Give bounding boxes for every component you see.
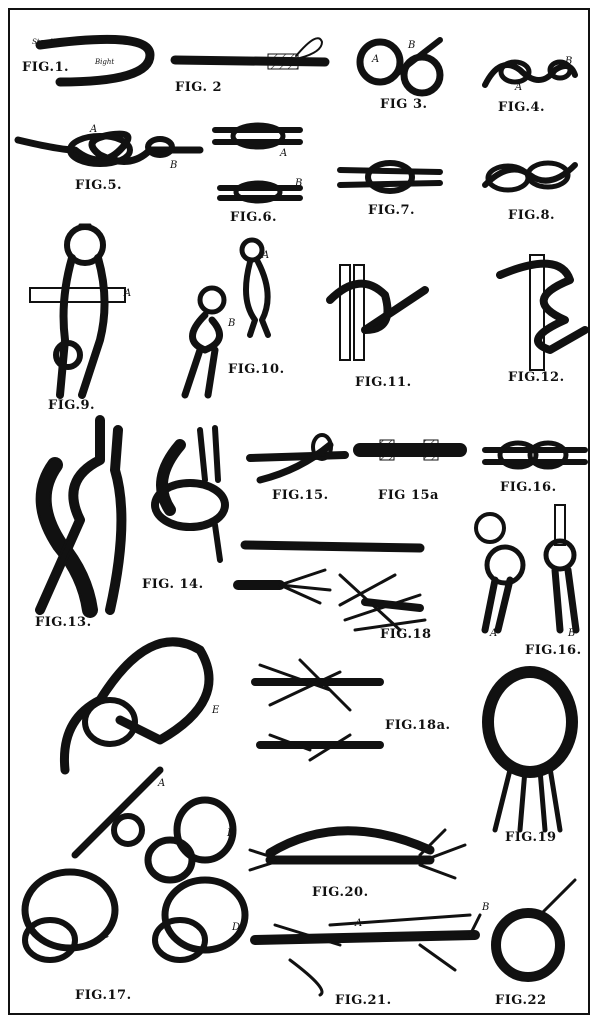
fig16ab-part-b: B [568, 628, 576, 639]
fig5-label: FIG.5. [75, 178, 123, 193]
fig12-hitch-drawing [496, 254, 589, 371]
fig16ab-ring-drawing [474, 504, 580, 634]
fig11-label: FIG.11. [355, 375, 412, 390]
fig10-label: FIG.10. [228, 362, 285, 377]
fig21-splice-drawing [250, 913, 482, 997]
fig8-label: FIG.8. [508, 208, 556, 223]
fig19-grommet-drawing [482, 666, 578, 833]
fig21-part-a: A [355, 918, 363, 929]
fig5-part-a: A [90, 124, 98, 135]
fig17-part-d: D [232, 922, 241, 933]
fig17-knot-drawing [21, 637, 249, 963]
fig20-splice-drawing [248, 826, 467, 880]
fig4-part-b: B [565, 56, 573, 67]
plate-border [8, 8, 590, 1015]
fig21-part-b: B [482, 902, 490, 913]
fig22-label: FIG.22 [495, 993, 547, 1008]
fig15a-seizing-drawing [353, 439, 467, 461]
fig7-label: FIG.7. [368, 203, 416, 218]
fig3-turn-drawing [356, 37, 444, 97]
fig1-bight-label: Bight [95, 58, 115, 66]
fig4-knot-drawing [482, 59, 578, 88]
fig12-label: FIG.12. [508, 370, 565, 385]
fig21-label: FIG.21. [335, 993, 392, 1008]
fig9-toggle-drawing [29, 223, 126, 399]
fig9-label: FIG.9. [48, 398, 96, 413]
fig1-label: FIG.1. [22, 60, 70, 75]
fig2-label: FIG. 2 [175, 80, 223, 95]
fig7-knot-drawing [337, 160, 443, 194]
fig4-label: FIG.4. [498, 100, 546, 115]
fig1-bight-drawing [35, 34, 155, 87]
fig20-label: FIG.20. [312, 885, 369, 900]
fig18a-splice-drawing [251, 658, 384, 762]
fig11-hitch-drawing [326, 264, 429, 361]
fig17-part-e: E [212, 705, 220, 716]
fig9-part-a: A [124, 288, 132, 299]
fig18-label: FIG.18 [380, 627, 432, 642]
fig16-knot-drawing [482, 440, 588, 470]
fig16-label: FIG.16. [500, 480, 557, 495]
fig6-part-b: B [295, 178, 303, 189]
fig19-label: FIG.19 [505, 830, 557, 845]
fig18a-label: FIG.18a. [385, 718, 451, 733]
fig15-label: FIG.15. [272, 488, 329, 503]
fig13-hook-drawing [35, 415, 127, 618]
fig3-part-b: B [408, 40, 416, 51]
fig4-part-a: A [515, 82, 523, 93]
fig17-part-b: B [227, 828, 235, 839]
fig6-knot-drawing [212, 122, 303, 204]
fig14-hook-drawing [151, 425, 229, 563]
fig10-hitch-drawing [181, 237, 271, 399]
fig3-label: FIG 3. [380, 97, 428, 112]
fig2-whipping-drawing [170, 37, 330, 70]
fig5-knot-drawing [14, 130, 204, 167]
fig1-standing-part-label: Standing Part [32, 38, 81, 46]
fig16ab-part-a: A [490, 628, 498, 639]
fig15a-label: FIG 15a [378, 488, 439, 503]
fig22-grommet-drawing [491, 878, 577, 982]
fig8-knot-drawing [482, 160, 578, 193]
fig17-part-a: A [158, 778, 166, 789]
fig17-label: FIG.17. [75, 988, 132, 1003]
fig14-label: FIG. 14. [142, 577, 204, 592]
fig6-part-a: A [280, 148, 288, 159]
fig17-part-c: C [102, 930, 110, 941]
fig18-splice-drawing [233, 540, 427, 632]
fig3-part-a: A [372, 54, 380, 65]
fig10-part-b: B [228, 318, 236, 329]
fig10-part-a: A [262, 250, 270, 261]
fig16ab-label: FIG.16. [525, 643, 582, 658]
fig13-label: FIG.13. [35, 615, 92, 630]
fig5-part-b: B [170, 160, 178, 171]
fig6-label: FIG.6. [230, 210, 278, 225]
fig15-seizing-drawing [246, 433, 349, 484]
